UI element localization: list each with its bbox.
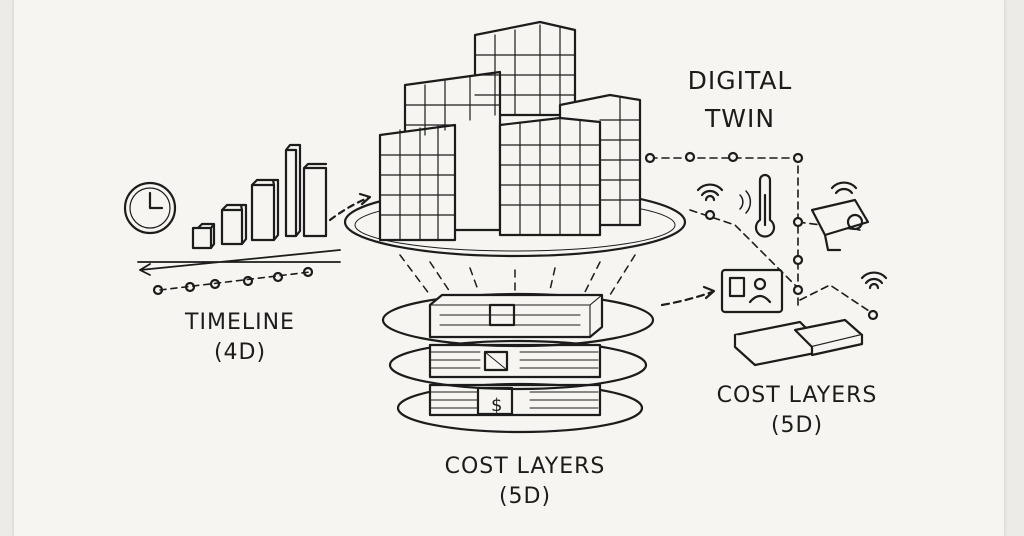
label-line: DIGITAL: [687, 66, 793, 95]
wifi-icon: [830, 181, 858, 195]
timeline-dots: [152, 266, 314, 296]
label-line: (4D): [213, 340, 267, 365]
label-line: TWIN: [704, 104, 776, 133]
timeline-dashed-arrow: [328, 196, 370, 222]
timeline-arrow: [137, 249, 341, 276]
cash-stack-icon: [733, 318, 864, 367]
thermometer-icon: [739, 173, 776, 238]
projection-lines: [399, 254, 636, 296]
digital-twin-title: DIGITAL TWIN: [660, 62, 820, 138]
cost-layers-label-center: COST LAYERS (5D): [410, 452, 640, 512]
label-line: (5D): [498, 484, 552, 509]
dashed-arrow-to-monitor: [660, 290, 714, 307]
cost-layer-stack: [381, 292, 655, 434]
monitor-icon: [720, 268, 784, 314]
wifi-icon: [860, 271, 888, 290]
label-line: COST LAYERS: [444, 454, 606, 479]
growth-bars-icon: [191, 143, 328, 250]
cost-layers-label-right: COST LAYERS (5D): [682, 381, 912, 441]
clock-icon: [123, 181, 177, 235]
dollar-symbol: $: [491, 395, 502, 416]
label-line: (5D): [770, 413, 824, 438]
label-line: COST LAYERS: [716, 383, 878, 408]
wifi-icon: [696, 183, 724, 202]
timeline-label: TIMELINE (4D): [160, 308, 320, 368]
security-camera-icon: [810, 198, 870, 252]
label-line: TIMELINE: [185, 310, 295, 335]
